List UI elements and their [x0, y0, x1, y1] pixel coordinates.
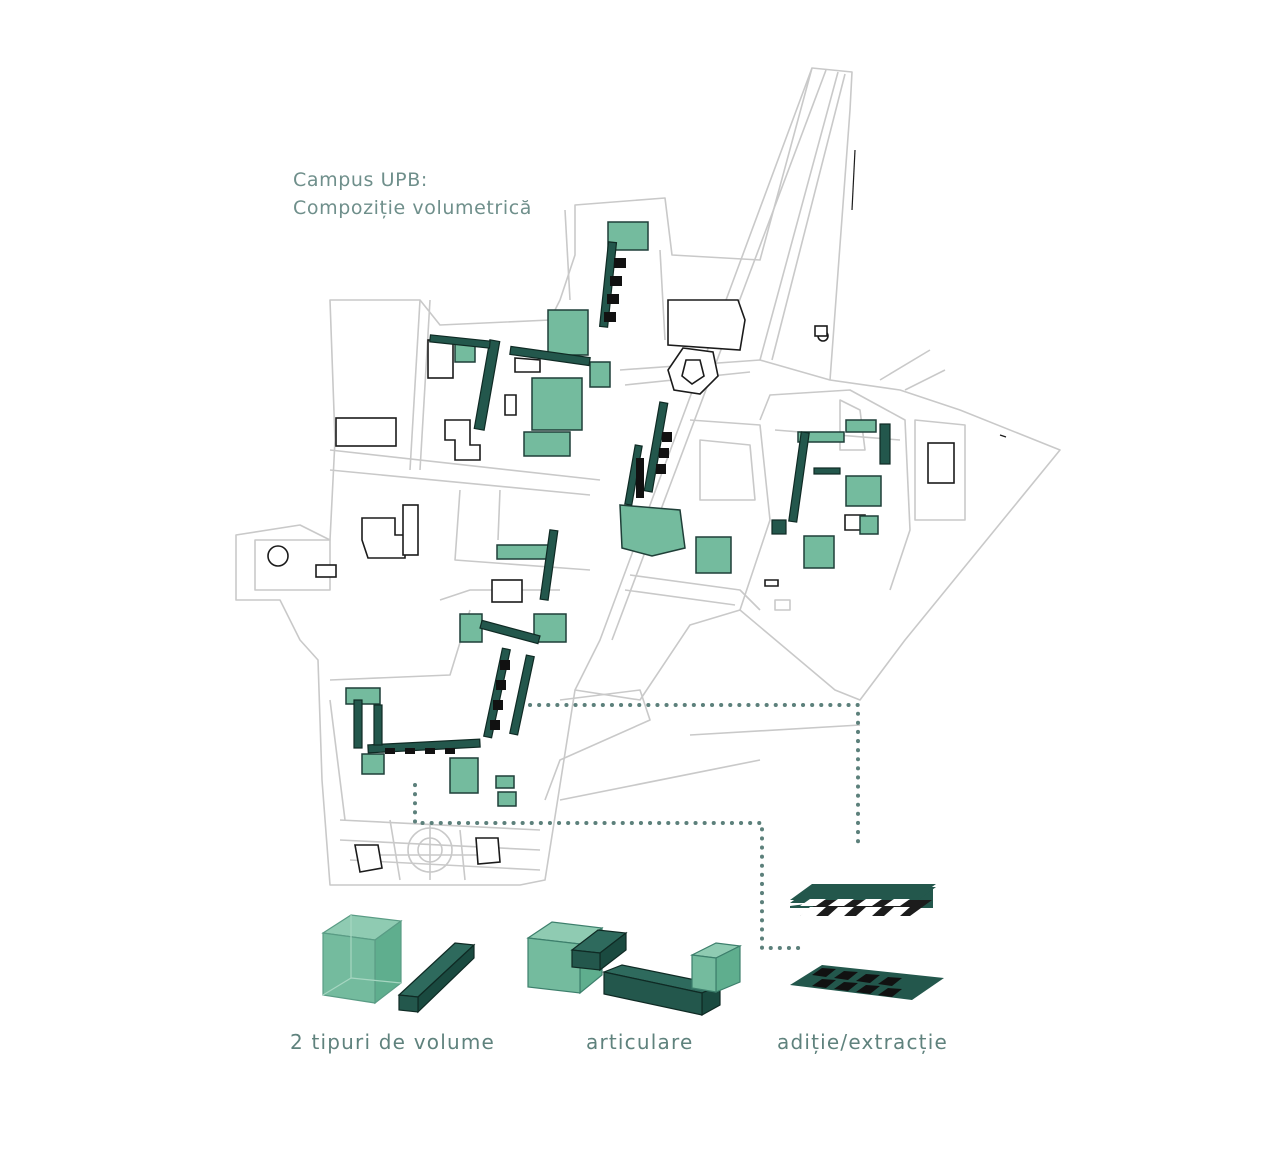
addition-plate [790, 884, 936, 916]
extraction-plate [790, 965, 944, 1000]
title-line-2: Compoziție volumetrică [293, 197, 533, 219]
map-title: Campus UPB: Compoziție volumetrică [293, 166, 532, 222]
articulation-volume [526, 921, 743, 1017]
caption-articulation: articulare [586, 1030, 694, 1054]
title-line-1: Campus UPB: [293, 169, 428, 191]
wing-detail-bars [385, 258, 672, 754]
caption-addition-extraction: adiție/extracție [777, 1030, 948, 1054]
bar-volume [397, 942, 476, 1014]
building-outlines [267, 299, 955, 873]
building-volume-light [345, 221, 882, 807]
cube-volume [321, 914, 403, 1005]
building-volume-dark [353, 241, 891, 754]
connector-dots [413, 703, 860, 950]
caption-volume-types: 2 tipuri de volume [290, 1030, 496, 1054]
